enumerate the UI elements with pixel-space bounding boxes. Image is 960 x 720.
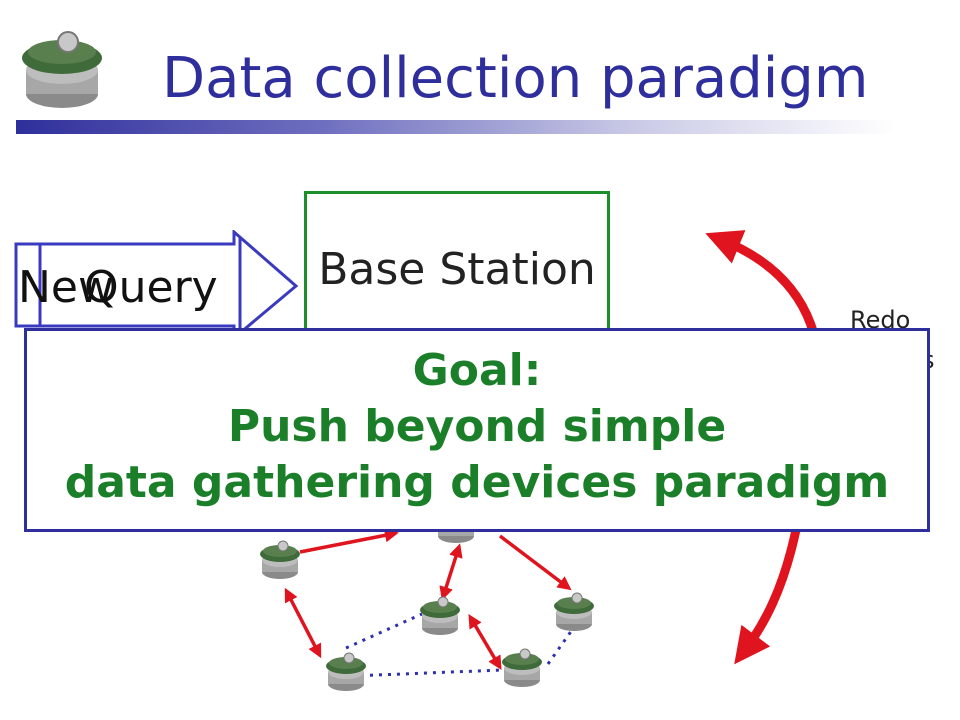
query-label-new: New bbox=[18, 262, 114, 313]
mote-1-icon bbox=[259, 540, 301, 580]
query-arrow-icon bbox=[14, 230, 299, 340]
red-links bbox=[284, 528, 572, 671]
mote-3-icon bbox=[419, 596, 461, 636]
query-label-query: Query bbox=[84, 262, 218, 313]
logo-mote-icon bbox=[21, 31, 103, 109]
dotted-links bbox=[345, 612, 574, 678]
goal-line-2: Push beyond simple bbox=[227, 401, 727, 452]
mote-5-icon bbox=[325, 652, 367, 692]
goal-line-3: data gathering devices paradigm bbox=[64, 457, 890, 508]
goal-heading: Goal: bbox=[412, 345, 542, 396]
mote-4-icon bbox=[553, 592, 595, 632]
slide-title: Data collection paradigm bbox=[162, 46, 869, 111]
title-underline-bar bbox=[16, 120, 896, 134]
mote-6-icon bbox=[501, 648, 543, 688]
base-station-label: Base Station bbox=[318, 244, 596, 295]
goal-callout: Goal: Push beyond simple data gathering … bbox=[24, 328, 930, 532]
